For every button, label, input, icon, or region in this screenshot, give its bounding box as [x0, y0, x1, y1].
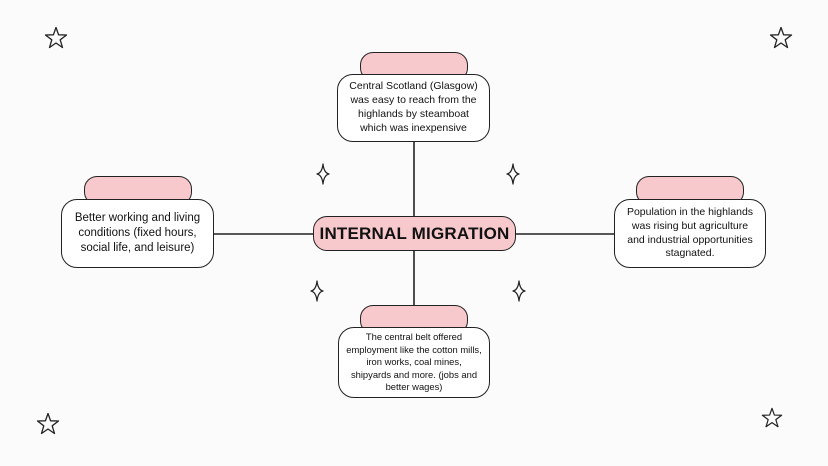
right-node-text: Population in the highlands was rising b… [626, 205, 754, 260]
left-node-text: Better working and living conditions (fi… [74, 211, 201, 255]
right-node-card: Population in the highlands was rising b… [614, 199, 766, 268]
four-point-sparkle-icon [316, 163, 330, 185]
star-outline-icon [769, 26, 793, 50]
central-topic-label: INTERNAL MIGRATION [319, 223, 510, 243]
top-node-text: Central Scotland (Glasgow) was easy to r… [349, 80, 478, 134]
bottom-node-text: The central belt offered employment like… [346, 331, 482, 393]
central-topic: INTERNAL MIGRATION [313, 216, 516, 251]
top-node-card: Central Scotland (Glasgow) was easy to r… [337, 74, 490, 142]
bottom-node-card: The central belt offered employment like… [338, 327, 490, 398]
star-outline-icon [44, 26, 68, 50]
star-outline-icon [761, 406, 783, 430]
left-node-card: Better working and living conditions (fi… [61, 199, 214, 268]
four-point-sparkle-icon [506, 163, 520, 185]
star-outline-icon [36, 412, 60, 436]
four-point-sparkle-icon [310, 280, 324, 302]
four-point-sparkle-icon [512, 280, 526, 302]
